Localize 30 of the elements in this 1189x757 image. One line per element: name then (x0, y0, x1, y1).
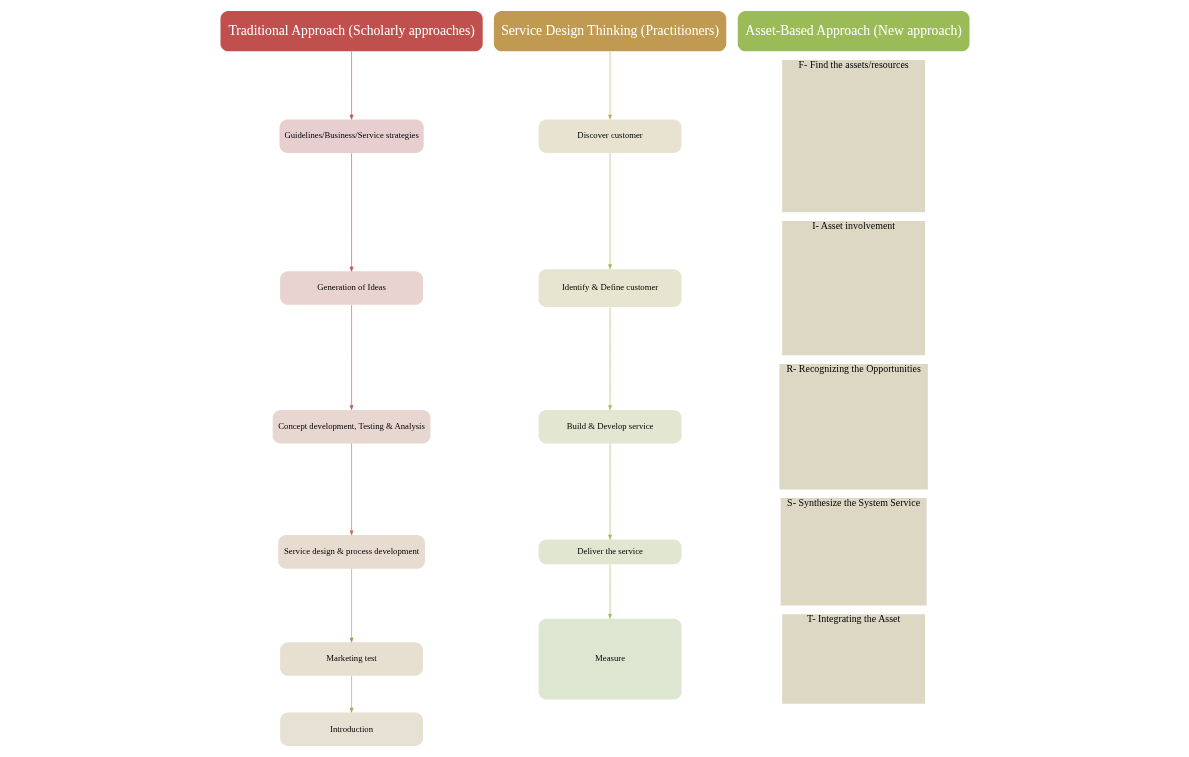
node-box: Generation of Ideas (279, 271, 423, 305)
node-box: I- Asset involvement (781, 221, 925, 356)
arrow (349, 152, 353, 272)
node-box: Identify & Define customer (538, 269, 681, 308)
node-box: Introduction (279, 712, 423, 746)
node-box: Traditional Approach (Scholarly approaches) (220, 11, 483, 52)
node-box: Service design & process development (277, 535, 425, 569)
arrow (607, 51, 612, 120)
node-box: R- Recognizing the Opportunities (778, 363, 928, 490)
arrow (349, 304, 353, 411)
arrow (349, 675, 353, 713)
node-box: Guidelines/Business/Service strategies (279, 119, 424, 153)
node-box: Deliver the service (538, 539, 681, 565)
arrow (607, 564, 612, 619)
arrow (349, 51, 353, 120)
arrow (349, 568, 353, 643)
node-box: Build & Develop service (538, 409, 681, 444)
node-box: Discover customer (538, 119, 681, 153)
arrow (607, 306, 612, 411)
node-box: Concept development, Testing & Analysis (272, 409, 430, 444)
node-box: F- Find the assets/resources (781, 60, 925, 213)
node-box: S- Synthesize the System Service (780, 498, 927, 606)
arrow (607, 152, 612, 270)
node-box: Asset-Based Approach (New approach) (737, 11, 969, 52)
arrow (349, 443, 353, 536)
arrow (607, 443, 612, 540)
node-box: Marketing test (279, 642, 423, 676)
node-box: T- Integrating the Asset (781, 614, 925, 704)
node-box: Measure (538, 618, 681, 700)
node-box: Service Design Thinking (Practitioners) (493, 11, 726, 52)
